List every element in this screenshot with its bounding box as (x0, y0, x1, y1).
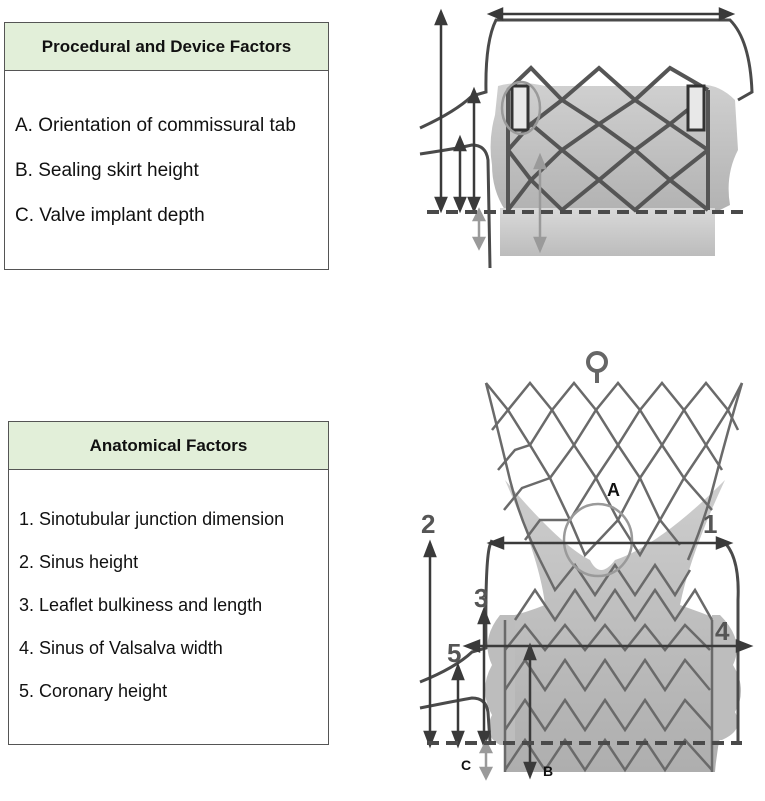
label-4: 4 (715, 616, 730, 646)
top-implant-depth-arrow (471, 207, 487, 251)
top-commissural-tab-left (510, 84, 530, 132)
top-height-arrow-short (453, 134, 467, 214)
label-b: B (543, 763, 553, 779)
anatomical-item-2: 2. Sinus height (19, 552, 139, 572)
top-width-arrow (486, 7, 736, 21)
arrow-4-sinus-width (462, 639, 754, 653)
arrow-5-coronary-height (451, 662, 465, 749)
top-skirt-height-arrow (533, 152, 547, 254)
arrow-2-sinus-height (423, 539, 437, 749)
top-commissural-tab-right (686, 84, 706, 132)
top-skirt (500, 208, 715, 256)
top-height-arrow-mid (467, 86, 481, 214)
anatomical-item-4: 4. Sinus of Valsalva width (19, 638, 223, 658)
label-a: A (607, 480, 620, 500)
label-5: 5 (447, 638, 461, 668)
procedural-factors-panel: Procedural and Device Factors A. Orienta… (4, 22, 329, 270)
top-tab-highlight-circle (500, 80, 542, 136)
procedural-factors-title: Procedural and Device Factors (5, 23, 328, 71)
anatomical-factors-panel: Anatomical Factors 1. Sinotubular juncti… (8, 421, 329, 745)
label-c: C (461, 757, 471, 773)
anatomical-item-1: 1. Sinotubular junction dimension (19, 509, 285, 529)
anatomical-factors-title: Anatomical Factors (9, 422, 328, 470)
bottom-frame-loop-icon (586, 351, 608, 383)
anatomical-item-3: 3. Leaflet bulkiness and length (19, 595, 263, 615)
bottom-aortic-wall (419, 538, 740, 742)
top-valve-diagram (419, 7, 754, 269)
bottom-valve-diagram: A 1 2 3 4 5 B C (419, 351, 754, 781)
top-height-arrow-tall (434, 8, 448, 214)
bottom-leaflet-tissue (495, 480, 732, 772)
label-2: 2 (421, 509, 435, 539)
arrow-1-sinotubular (486, 536, 734, 550)
bottom-leaflet-highlight-circle (562, 502, 634, 578)
procedural-item-a: A. Orientation of commissural tab (15, 115, 296, 136)
arrow-3-leaflet-length (477, 606, 491, 749)
bottom-aortic-wall-inner (419, 696, 492, 743)
bottom-stent-frame (484, 381, 744, 773)
procedural-item-c: C. Valve implant depth (15, 205, 205, 226)
arrow-b-skirt-height (523, 642, 537, 780)
label-1: 1 (703, 509, 717, 539)
anatomical-item-5: 5. Coronary height (19, 681, 168, 701)
arrow-c-implant-depth (478, 739, 494, 781)
procedural-item-b: B. Sealing skirt height (15, 160, 199, 181)
top-stent-frame (506, 65, 710, 213)
top-aortic-wall (419, 18, 754, 130)
label-3: 3 (474, 583, 488, 613)
top-tissue (490, 83, 738, 210)
